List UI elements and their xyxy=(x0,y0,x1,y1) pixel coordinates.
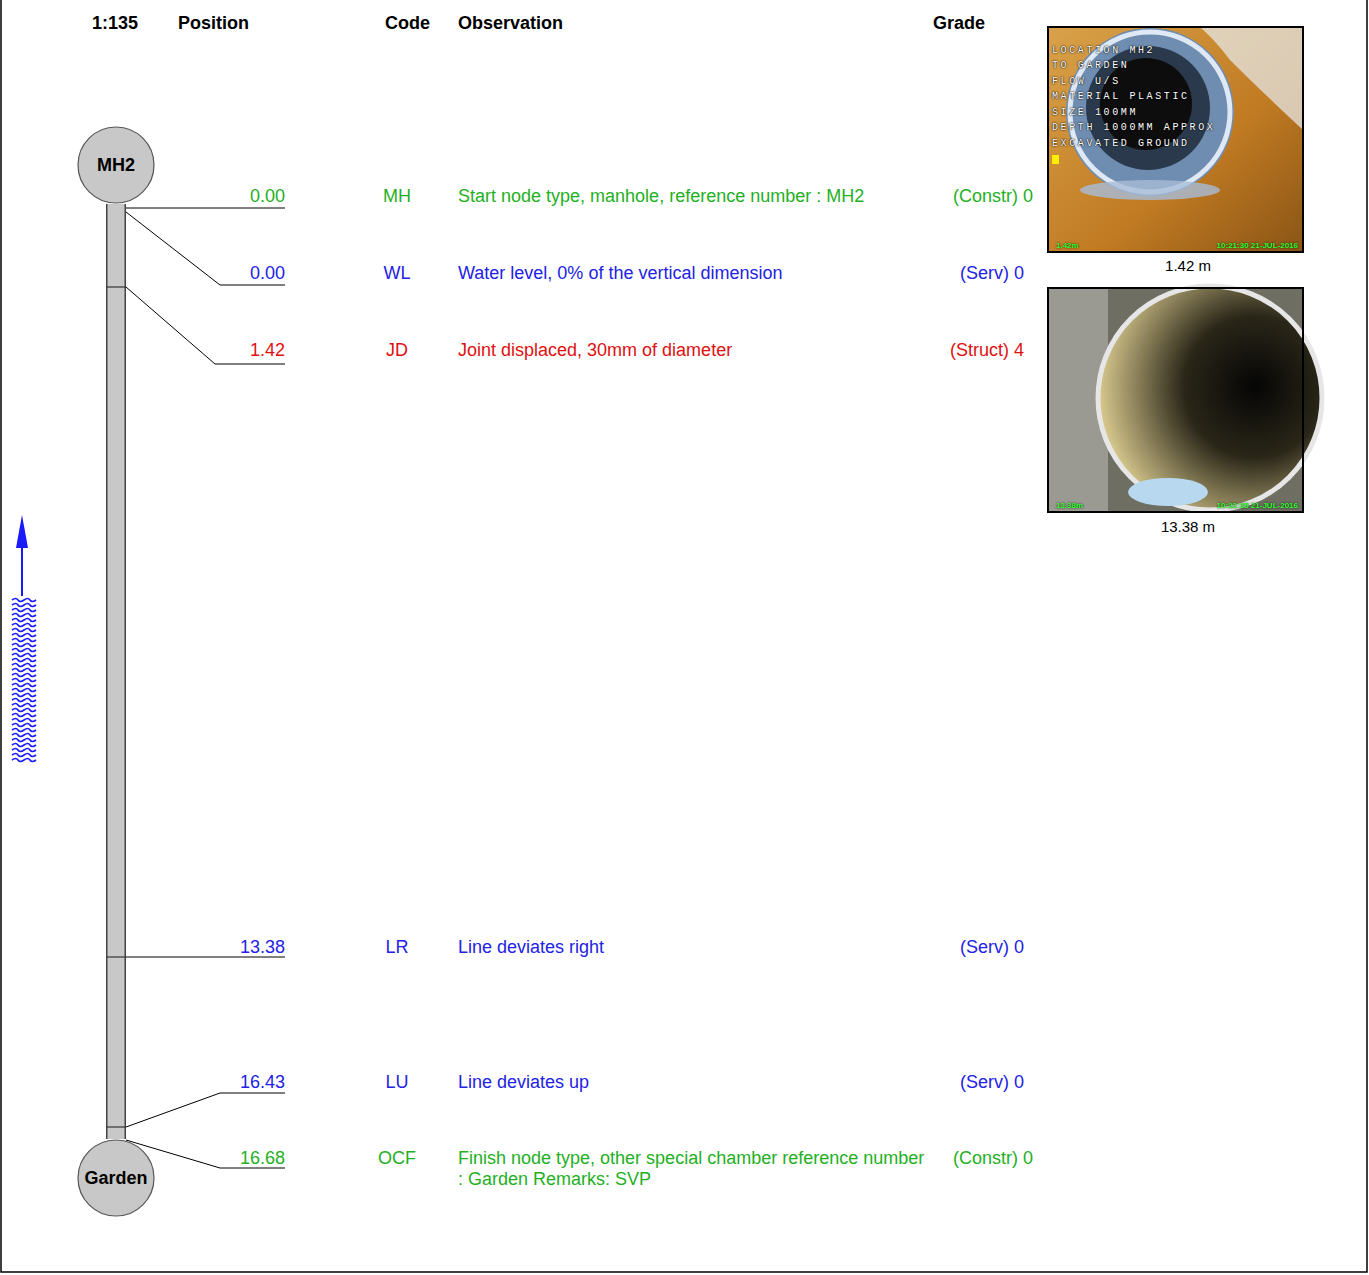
flow-wave xyxy=(12,674,36,677)
flow-wave xyxy=(12,639,36,642)
flow-wave xyxy=(12,634,36,637)
observation-text: Line deviates up xyxy=(458,1072,589,1093)
flow-wave xyxy=(12,699,36,702)
grade-value: (Serv) 0 xyxy=(960,263,1024,284)
grade-value: (Struct) 4 xyxy=(950,340,1024,361)
flow-wave xyxy=(12,664,36,667)
flow-wave xyxy=(12,739,36,742)
pipe-connector xyxy=(116,204,117,1139)
column-header: Grade xyxy=(933,13,985,34)
flow-wave xyxy=(12,614,36,617)
flow-wave xyxy=(12,709,36,712)
observation-code: LR xyxy=(385,937,408,958)
observation-code: JD xyxy=(386,340,408,361)
flow-wave xyxy=(12,684,36,687)
flow-wave xyxy=(12,724,36,727)
flow-wave xyxy=(12,609,36,612)
pipe-joint xyxy=(107,287,126,1127)
column-header: Position xyxy=(178,13,249,34)
flow-wave xyxy=(12,604,36,607)
photo-overlay-text: TO GARDEN xyxy=(1052,60,1129,72)
photo-overlay-text: SIZE 100MM xyxy=(1052,107,1138,119)
pipe-body xyxy=(108,204,125,1139)
node-circle-shape xyxy=(78,127,154,203)
position-value: 16.68 xyxy=(240,1148,285,1169)
cctv-photo xyxy=(1048,27,1303,252)
grade-value: (Serv) 0 xyxy=(960,1072,1024,1093)
position-value: 1.42 xyxy=(250,340,285,361)
node-label: Garden xyxy=(84,1168,147,1189)
observation-text: Joint displaced, 30mm of diameter xyxy=(458,340,732,361)
flow-wave xyxy=(12,759,36,762)
photo-timestamp: 1.42m xyxy=(1056,241,1079,251)
photo-caption: 1.42 m xyxy=(1165,257,1211,274)
flow-wave xyxy=(12,599,36,602)
position-value: 0.00 xyxy=(250,263,285,284)
flow-wave xyxy=(12,744,36,747)
flow-wave xyxy=(12,659,36,662)
observation-code: LU xyxy=(385,1072,408,1093)
flow-wave xyxy=(12,654,36,657)
flow-wave xyxy=(12,714,36,717)
node-label: MH2 xyxy=(97,155,135,176)
grade-value: (Constr) 0 xyxy=(953,1148,1033,1169)
grade-value: (Constr) 0 xyxy=(953,186,1033,207)
observation-text: Start node type, manhole, reference numb… xyxy=(458,186,864,207)
flow-wave xyxy=(12,694,36,697)
flow-wave xyxy=(12,629,36,632)
flow-wave xyxy=(12,749,36,752)
flow-wave xyxy=(12,679,36,682)
flow-wave xyxy=(12,734,36,737)
photo-timestamp: 10:22:35 21-JUL-2016 xyxy=(1217,501,1298,511)
flow-wave xyxy=(12,729,36,732)
photo-timestamp: 13.38m xyxy=(1056,501,1083,511)
flow-wave xyxy=(12,719,36,722)
observation-code: OCF xyxy=(378,1148,416,1169)
photo-overlay-text: LOCATION MH2 xyxy=(1052,45,1155,57)
flow-wave xyxy=(12,669,36,672)
flow-wave xyxy=(12,689,36,692)
observation-text: Finish node type, other special chamber … xyxy=(458,1148,933,1190)
observation-code: WL xyxy=(384,263,411,284)
manhole-node: MH2 xyxy=(77,126,155,204)
photo-overlay-text: EXCAVATED GROUND xyxy=(1052,138,1190,150)
flow-direction-symbol xyxy=(12,515,36,762)
photo-caption: 13.38 m xyxy=(1161,518,1215,535)
observation-code: MH xyxy=(383,186,411,207)
observation-text: Water level, 0% of the vertical dimensio… xyxy=(458,263,782,284)
node-circle-shape xyxy=(78,1140,154,1216)
flow-wave xyxy=(12,704,36,707)
position-value: 13.38 xyxy=(240,937,285,958)
position-value: 0.00 xyxy=(250,186,285,207)
grade-value: (Serv) 0 xyxy=(960,937,1024,958)
position-value: 16.43 xyxy=(240,1072,285,1093)
flow-wave xyxy=(12,619,36,622)
scale-label: 1:135 xyxy=(92,13,138,34)
flow-wave xyxy=(12,644,36,647)
flow-wave xyxy=(12,624,36,627)
photo-overlay-text: DEPTH 1000MM APPROX xyxy=(1052,122,1215,134)
flow-wave xyxy=(12,649,36,652)
flow-wave xyxy=(12,754,36,757)
photo-timestamp: 10:21:30 21-JUL-2016 xyxy=(1217,241,1298,251)
column-header: Observation xyxy=(458,13,563,34)
photo-overlay-text: MATERIAL PLASTIC xyxy=(1052,91,1190,103)
observation-text: Line deviates right xyxy=(458,937,604,958)
manhole-node: Garden xyxy=(77,1139,155,1217)
photo-overlay-text: FLOW U/S xyxy=(1052,76,1121,88)
pipe-outline xyxy=(106,204,126,1139)
leader-lines xyxy=(126,208,285,1168)
column-header: Code xyxy=(385,13,430,34)
cctv-photo xyxy=(1048,286,1322,512)
